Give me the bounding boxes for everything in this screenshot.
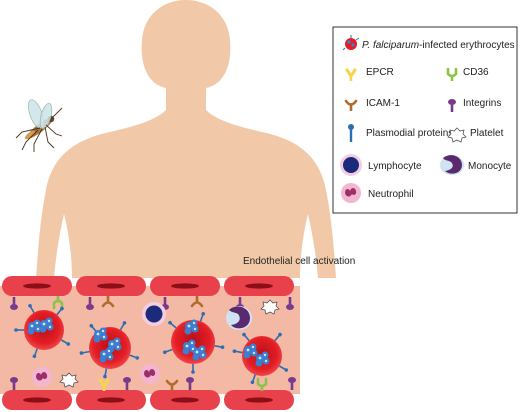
legend-infected-prefix: P. falciparum — [362, 40, 419, 51]
lymphocyte-icon — [340, 154, 362, 176]
plasmodial-protein-icon — [348, 124, 354, 142]
endothelium-top — [2, 276, 294, 296]
person-silhouette-icon — [36, 0, 336, 278]
infected-erythrocyte — [161, 310, 226, 375]
legend-infected-label: P. falciparum-infected erythrocytes — [362, 40, 515, 51]
platelet-icon — [447, 127, 467, 143]
endothelial-caption: Endothelial cell activation — [243, 256, 355, 267]
platelet — [260, 299, 280, 315]
monocyte-icon — [440, 155, 464, 175]
legend-lymphocyte-label: Lymphocyte — [368, 161, 422, 172]
legend-epcr-label: EPCR — [366, 67, 394, 78]
legend-monocyte-label: Monocyte — [468, 161, 512, 172]
neutrophil — [140, 364, 160, 384]
infected-erythrocyte-icon — [342, 35, 360, 51]
legend-cd36-label: CD36 — [463, 67, 489, 78]
neutrophil — [32, 367, 52, 387]
endothelium-bottom — [2, 390, 294, 410]
blood-vessel-icon — [0, 276, 300, 410]
legend: P. falciparum-infected erythrocytes EPCR… — [332, 26, 518, 214]
monocyte — [226, 306, 252, 330]
legend-platelet-label: Platelet — [470, 128, 504, 139]
infected-erythrocyte — [231, 331, 290, 386]
mosquito-icon — [15, 99, 63, 152]
lymphocyte — [142, 302, 166, 326]
platelet — [59, 372, 79, 388]
infected-erythrocyte — [78, 319, 141, 380]
legend-plasmodial-label: Plasmodial proteins — [366, 128, 453, 139]
legend-icam1-label: ICAM-1 — [366, 98, 400, 109]
legend-infected-suffix: -infected erythrocytes — [419, 40, 515, 51]
infected-erythrocyte — [13, 302, 72, 360]
neutrophil-icon — [341, 183, 361, 203]
legend-neutrophil-label: Neutrophil — [368, 189, 414, 200]
legend-integrins-label: Integrins — [463, 98, 501, 109]
